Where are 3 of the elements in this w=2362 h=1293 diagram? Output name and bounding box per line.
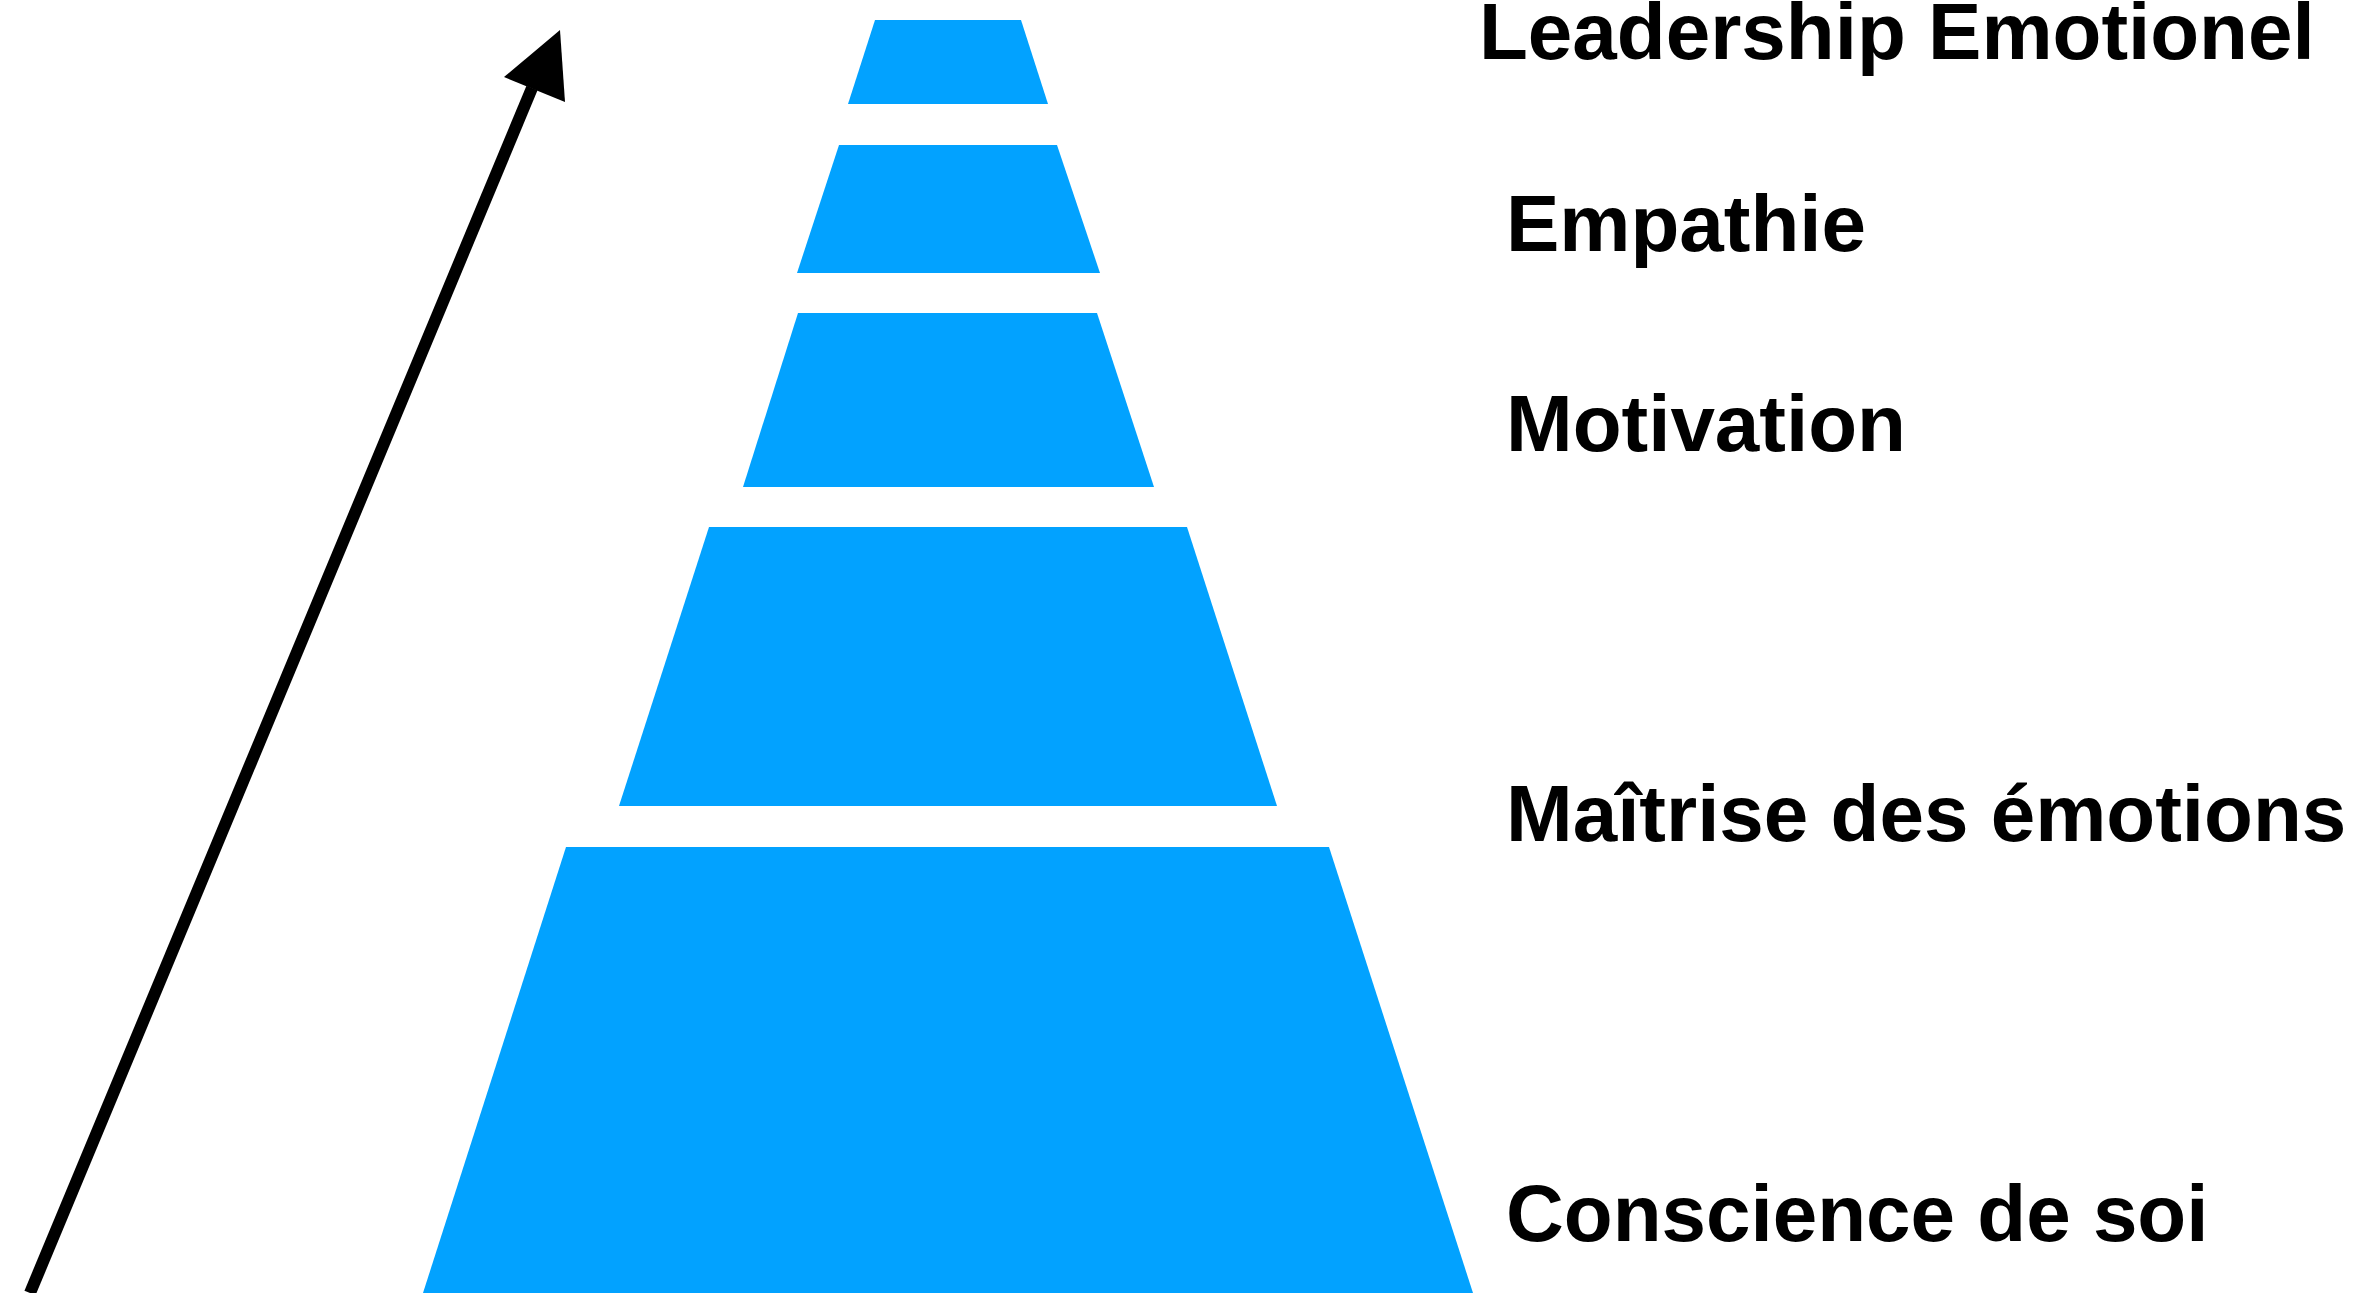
tier-label: Maîtrise des émotions	[1506, 774, 2347, 854]
tier-label: Motivation	[1506, 384, 1906, 464]
tier-label: Conscience de soi	[1506, 1174, 2209, 1254]
